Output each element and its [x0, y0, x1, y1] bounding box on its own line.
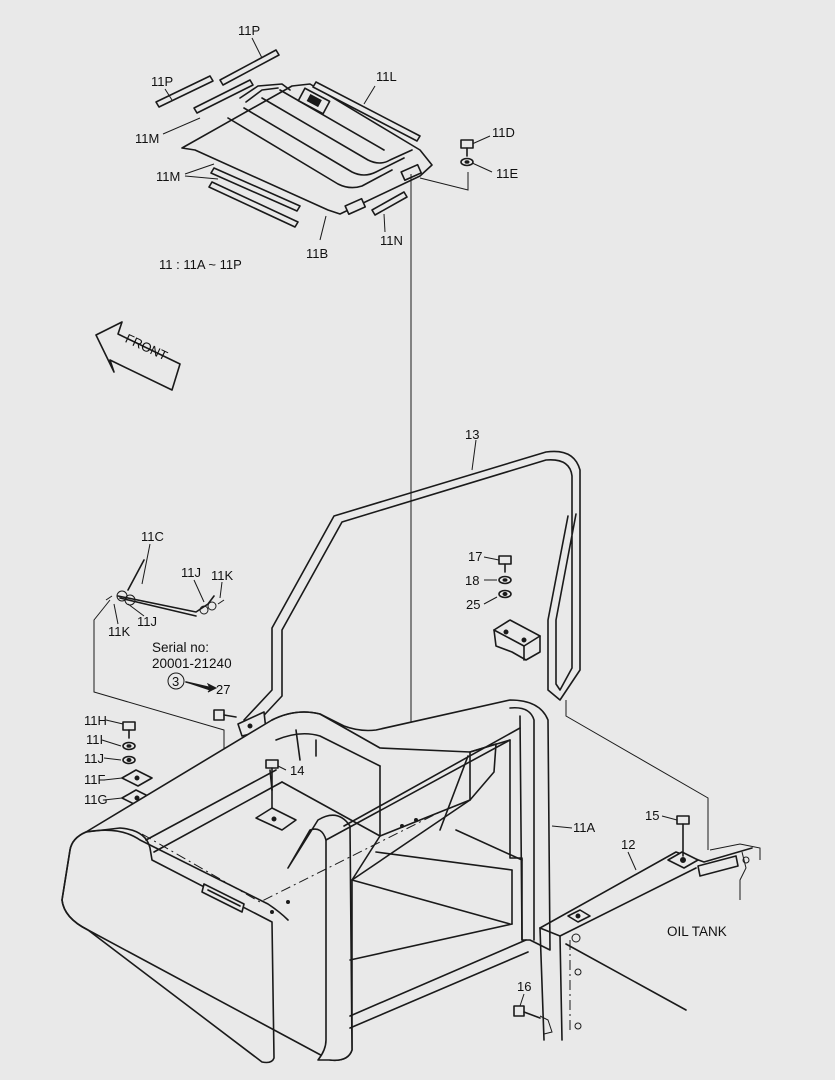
washer-25	[498, 589, 512, 599]
label-11A: 11A	[573, 820, 595, 835]
label-11G: 11G	[84, 792, 108, 807]
label-11J-top: 11J	[181, 565, 201, 580]
bolt-27	[213, 709, 237, 721]
seat-cushion-11B	[181, 83, 433, 216]
label-11J-bottom: 11J	[137, 614, 157, 629]
bolt-17	[498, 555, 512, 573]
washer-11E	[460, 157, 474, 167]
label-13: 13	[465, 427, 479, 442]
serial-circle-number: 3	[172, 674, 179, 689]
label-range: 11 : 11A ~ 11P	[159, 257, 242, 272]
label-11D: 11D	[492, 125, 515, 140]
label-11C: 11C	[141, 529, 164, 544]
leader-lines-clamp	[483, 556, 709, 850]
label-15: 15	[645, 808, 659, 823]
spring-wire-11C	[105, 559, 225, 617]
label-25: 25	[466, 597, 480, 612]
guard-bar-13	[237, 450, 581, 737]
oil-tank	[539, 843, 761, 1041]
label-11H: 11H	[84, 713, 107, 728]
serial-range: 20001-21240	[152, 656, 232, 671]
part-labels: 11P 11P 11L 11M 11M 11D 11E 11B 11N 11 :…	[84, 23, 727, 994]
label-11N: 11N	[380, 233, 403, 248]
label-11B: 11B	[306, 246, 328, 261]
seat-stand-11A	[61, 699, 551, 1064]
bolt-11H	[122, 721, 136, 739]
label-11K-top: 11K	[211, 568, 233, 583]
label-11M-top: 11M	[135, 131, 159, 146]
front-direction-arrow: FRONT	[95, 321, 181, 391]
label-17: 17	[468, 549, 482, 564]
label-11E: 11E	[496, 166, 518, 181]
bolt-16	[513, 1005, 553, 1035]
washer-11J	[122, 755, 136, 765]
label-16: 16	[517, 979, 531, 994]
label-11K-bottom: 11K	[108, 624, 130, 639]
label-18: 18	[465, 573, 479, 588]
plate-11F	[121, 769, 153, 787]
label-27: 27	[216, 682, 230, 697]
washer-18	[498, 575, 512, 585]
bolt-15	[676, 815, 690, 857]
label-11F: 11F	[84, 772, 105, 787]
label-11P-top: 11P	[238, 23, 260, 38]
clamp-bracket	[493, 619, 541, 661]
bolt-11D	[460, 139, 474, 157]
washer-11I	[122, 741, 136, 751]
label-12: 12	[621, 837, 635, 852]
label-11P-left: 11P	[151, 74, 173, 89]
trim-strips	[155, 49, 421, 228]
label-11L: 11L	[376, 69, 397, 84]
label-14: 14	[290, 763, 304, 778]
serial-label: Serial no:	[152, 640, 209, 655]
label-11I: 11I	[86, 732, 103, 747]
leader-lines-top	[162, 37, 493, 241]
serial-arrow: 3	[167, 672, 218, 693]
label-11J-stack: 11J	[84, 751, 104, 766]
bolt-14	[265, 759, 279, 791]
label-11M-bottom: 11M	[156, 169, 180, 184]
label-oil-tank: OIL TANK	[667, 924, 727, 939]
